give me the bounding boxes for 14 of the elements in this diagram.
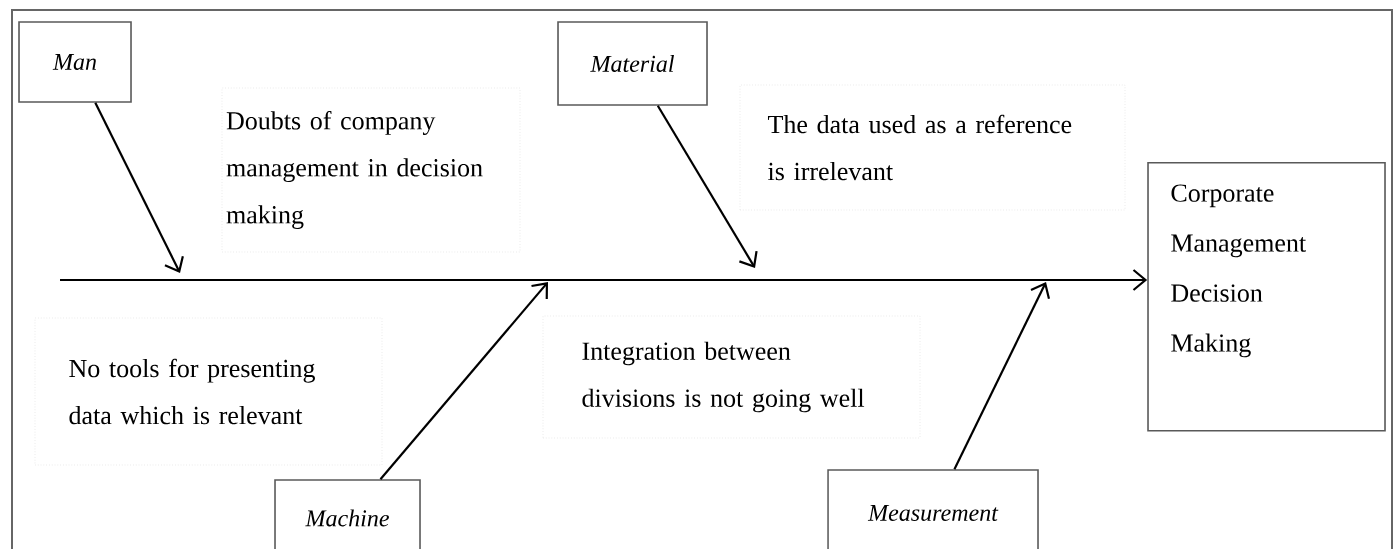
cause-text: The data used as a reference is irrelevant — [739, 84, 1126, 211]
spine-arrow — [60, 269, 1148, 291]
effect-box: Corporate Management Decision Making — [1147, 162, 1386, 432]
arrow — [379, 282, 548, 480]
cause-text: Doubts of company management in decision making — [221, 87, 521, 253]
arrow — [94, 102, 184, 273]
arrow — [656, 105, 758, 268]
arrow — [953, 282, 1051, 470]
category-box: Man — [18, 21, 132, 103]
cause-text: No tools for presenting data which is relevant — [34, 317, 383, 466]
category-box: Machine — [274, 479, 421, 549]
category-box: Measurement — [827, 469, 1039, 549]
cause-text: Integration between divisions is not going well — [542, 315, 921, 439]
category-box: Material — [557, 21, 708, 106]
